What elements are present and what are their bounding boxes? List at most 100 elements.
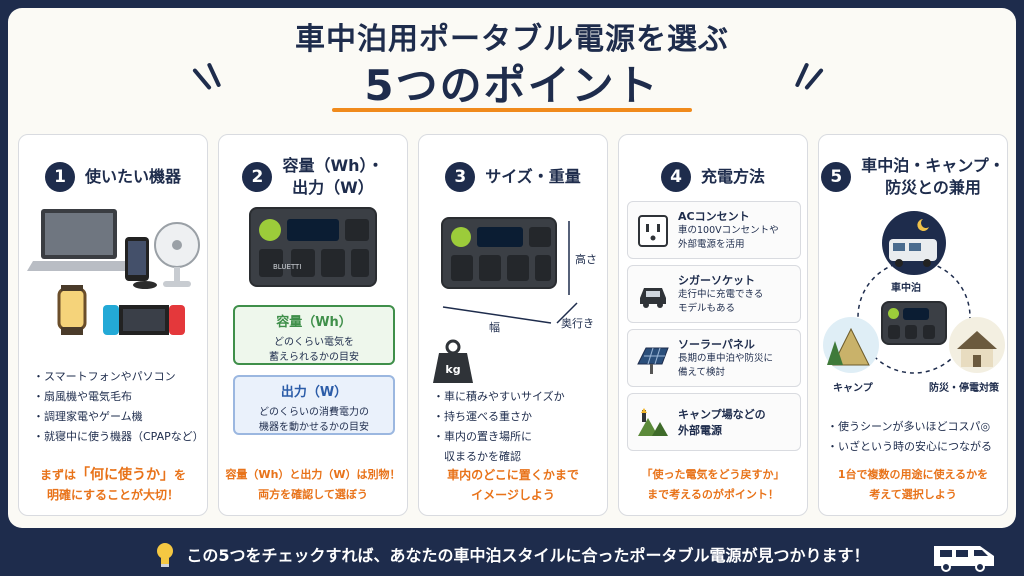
charge-title: ACコンセント (678, 210, 750, 223)
highlight-line-1: 1台で複数の用途に使えるかを (837, 468, 989, 481)
highlight-line-1: 「使った電気をどう戻すか」 (641, 468, 785, 481)
fan-icon (154, 222, 200, 287)
list-item: いざという時の安心につながる (827, 437, 1001, 457)
outlet-icon (638, 215, 668, 247)
brand-label: BLUETTI (273, 263, 302, 271)
card-title-line-2: 防災との兼用 (885, 178, 981, 197)
game-console-icon (103, 305, 185, 335)
devices-illustration (27, 209, 200, 335)
label-disaster: 防災・停電対策 (929, 383, 999, 394)
charge-item-campsite: キャンプ場などの 外部電源 (627, 393, 801, 451)
card-header: 2 容量（Wh）・ 出力（W） (219, 149, 407, 205)
capacity-box: 容量（Wh） どのくらい電気を 蓄えられるかの目安 (233, 305, 395, 365)
campsite-power-icon (638, 408, 668, 436)
card-title-line-1: 容量（Wh）・ (282, 156, 384, 175)
charge-desc: 長期の車中泊や防災に 備えて検討 (678, 352, 800, 380)
card-title: 車中泊・キャンプ・ 防災との兼用 (861, 155, 1005, 199)
card-number: 4 (660, 162, 691, 192)
card-highlight: まずは「何に使うか」を 明確にすることが大切！ (19, 465, 207, 505)
card-devices: 1 使いたい機器 スマ (18, 134, 208, 516)
card-highlight: 「使った電気をどう戻すか」 まで考えるのがポイント！ (619, 465, 807, 505)
card-highlight: 車内のどこに置くかまで イメージしよう (419, 465, 607, 505)
label-camping: キャンプ (833, 383, 873, 394)
size-check-list: 車に積みやすいサイズか 持ち運べる重さか 車内の置き場所に 収まるかを確認 (433, 387, 607, 467)
card-title: 充電方法 (700, 167, 765, 186)
smartphone-icon (125, 237, 157, 289)
card-number: 5 (821, 162, 852, 192)
depth-label: 奥行き (561, 317, 594, 330)
card-title-line-2: 出力（W） (292, 178, 374, 197)
card-title-line-1: 車中泊・キャンプ・ (861, 156, 1005, 175)
card-highlight: 1台で複数の用途に使えるかを 考えて選択しよう (819, 465, 1007, 505)
highlight-line-2: 考えて選択しよう (869, 488, 957, 501)
charge-title-2: 外部電源 (678, 424, 722, 437)
capacity-desc-1: どのくらい電気を (274, 337, 354, 348)
highlight-emphasis: 「何に使うか」 (76, 467, 174, 483)
output-desc-2: 機器を動かせるかの目安 (259, 422, 369, 433)
highlight-line-2: まで考えるのがポイント！ (647, 488, 779, 501)
output-desc-1: どのくらいの消費電力の (259, 407, 369, 418)
car-icon (640, 288, 666, 308)
footer-text: この5つをチェックすれば、あなたの車中泊スタイルに合ったポータブル電源が見つかり… (186, 546, 870, 565)
list-item: 扇風機や電気毛布 (33, 387, 207, 407)
charge-item-solar: ソーラーパネル 長期の車中泊や防災に 備えて検討 (627, 329, 801, 387)
highlight-post: を (174, 468, 187, 482)
card-title: 使いたい機器 (84, 167, 181, 186)
output-box: 出力（W） どのくらいの消費電力の 機器を動かせるかの目安 (233, 375, 395, 435)
power-station-image: BLUETTI (249, 207, 377, 287)
charge-desc: 車の100Vコンセントや 外部電源を活用 (678, 224, 800, 252)
dimension-arrows (442, 221, 578, 324)
title-line-2: 5つのポイント (364, 61, 660, 110)
label-car-camping: 車中泊 (891, 283, 921, 294)
output-title: 出力（W） (280, 385, 348, 400)
card-header: 3 サイズ・重量 (419, 149, 607, 205)
card-title: 容量（Wh）・ 出力（W） (282, 155, 383, 199)
card-number: 3 (445, 162, 476, 192)
list-item: 車に積みやすいサイズか (433, 387, 607, 407)
power-station-image (441, 217, 557, 289)
highlight-pre: まずは (39, 468, 76, 482)
list-item: 就寝中に使う機器（CPAPなど） (33, 427, 207, 447)
weight-label: kg (445, 363, 461, 376)
card-multi-use: 5 車中泊・キャンプ・ 防災との兼用 (818, 134, 1008, 516)
campervan-icon (934, 546, 994, 572)
list-item: スマートフォンやパソコン (33, 367, 207, 387)
lightbulb-icon (157, 543, 174, 567)
card-header: 5 車中泊・キャンプ・ 防災との兼用 (819, 149, 1007, 205)
charge-desc-2: 外部電源を活用 (678, 239, 745, 250)
charge-desc-1: 走行中に充電できる (678, 289, 764, 300)
card-size-weight: 3 サイズ・重量 高さ 幅 奥行き kg 車に積みやすいサイズか 持ち運べる重さ… (418, 134, 608, 516)
list-item: 持ち運べる重さか (433, 407, 607, 427)
weight-icon (433, 339, 473, 383)
highlight-line-2: イメージしよう (471, 488, 555, 502)
list-item-continuation: 収まるかを確認 (444, 450, 521, 463)
charge-desc-1: 長期の車中泊や防災に (678, 353, 774, 364)
laptop-icon (27, 209, 131, 271)
card-charging-methods: 4 充電方法 ACコンセント 車の100Vコンセントや 外部電源を活用 シガーソ… (618, 134, 808, 516)
capacity-desc-2: 蓄えられるかの目安 (269, 352, 359, 363)
charge-item-ac: ACコンセント 車の100Vコンセントや 外部電源を活用 (627, 201, 801, 259)
card-header: 4 充電方法 (619, 149, 807, 205)
charge-desc-2: 備えて検討 (678, 367, 726, 378)
usage-scenes-illustration (823, 211, 1005, 374)
width-label: 幅 (489, 321, 500, 334)
device-list: スマートフォンやパソコン 扇風機や電気毛布 調理家電やゲーム機 就寝中に使う機器… (33, 367, 207, 447)
charge-desc-2: モデルもある (678, 303, 736, 314)
title-line-1: 車中泊用ポータブル電源を選ぶ (295, 22, 729, 57)
benefit-list: 使うシーンが多いほどコスパ◎ いざという時の安心につながる (827, 417, 1001, 457)
footer-banner: この5つをチェックすれば、あなたの車中泊スタイルに合ったポータブル電源が見つかり… (0, 532, 1024, 576)
title-underline (332, 108, 692, 112)
charge-title: キャンプ場などの (678, 408, 766, 421)
list-item: 車内の置き場所に (433, 427, 607, 447)
highlight-line-2: 明確にすることが大切！ (46, 488, 180, 502)
charge-desc: 走行中に充電できる モデルもある (678, 288, 800, 316)
house-disaster-icon (949, 317, 1005, 373)
charge-title: ソーラーパネル (678, 338, 755, 351)
highlight-line-1: 車内のどこに置くかまで (447, 468, 579, 482)
card-header: 1 使いたい機器 (19, 149, 207, 205)
card-number: 1 (44, 162, 75, 192)
list-item: 調理家電やゲーム機 (33, 407, 207, 427)
capacity-title: 容量（Wh） (276, 315, 352, 330)
camping-tent-icon (823, 317, 879, 373)
power-station-image (881, 301, 947, 345)
